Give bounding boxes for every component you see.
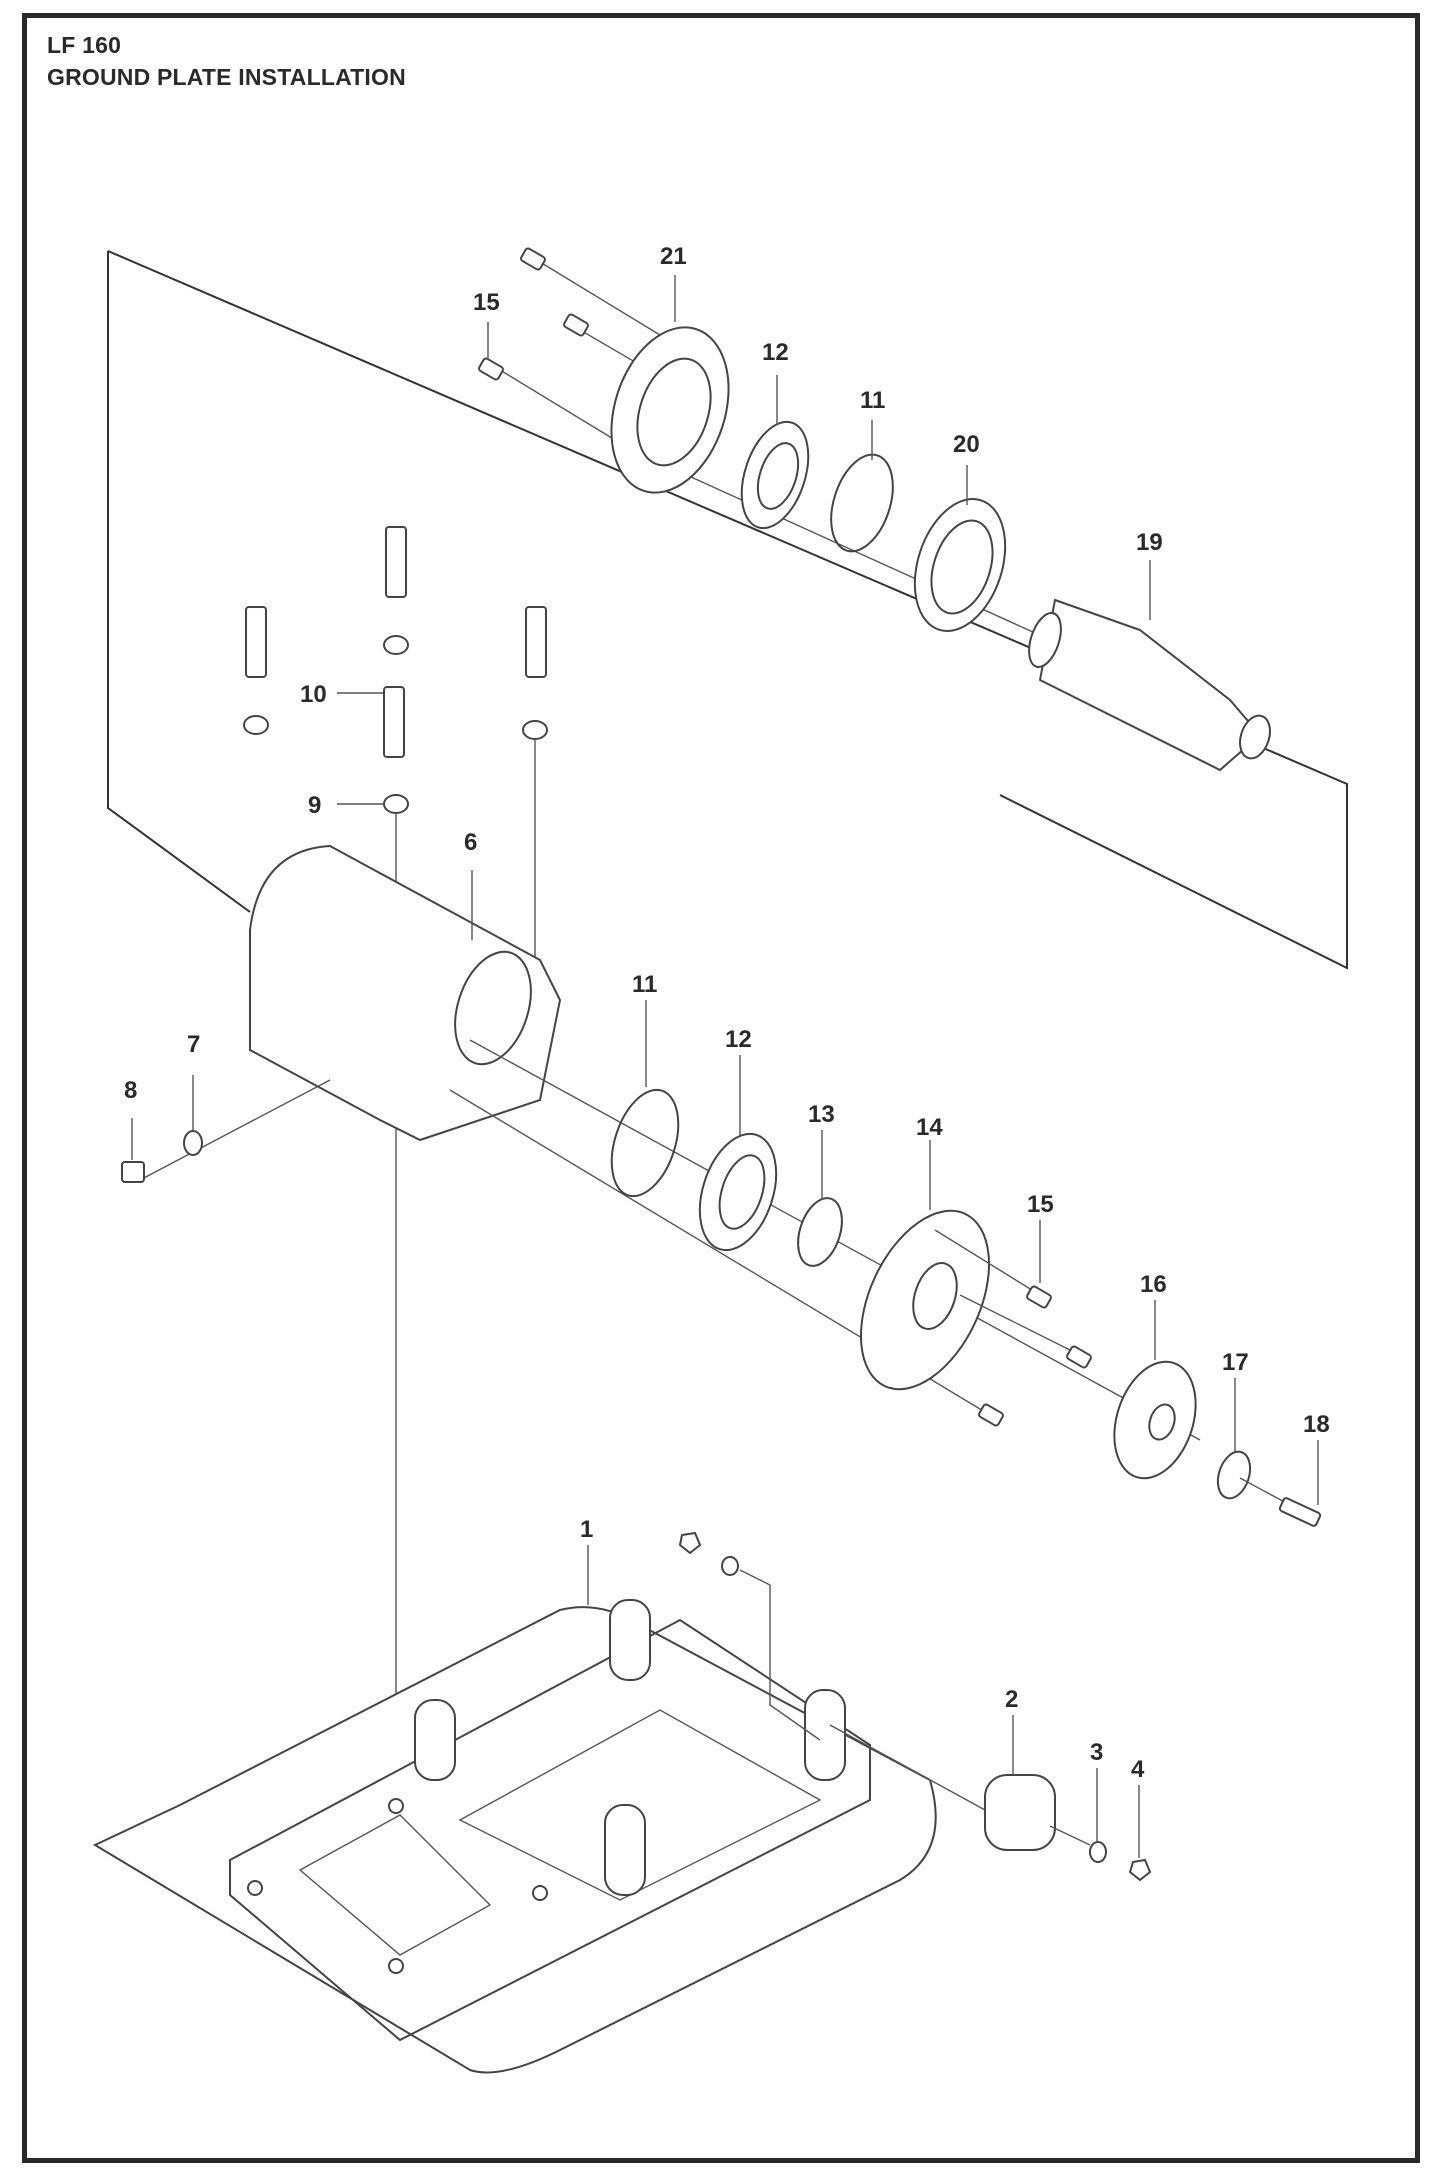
washer-part xyxy=(721,1556,739,1576)
callout-12: 12 xyxy=(725,1026,752,1053)
end-cover-part xyxy=(610,326,730,494)
pulley-part xyxy=(1113,1360,1197,1480)
screw-axis xyxy=(499,369,626,447)
callout-14: 14 xyxy=(916,1114,943,1141)
spacer-ring-part xyxy=(913,498,1007,632)
callout-10: 10 xyxy=(300,681,327,708)
sealing-washer-part xyxy=(183,1130,203,1156)
bolt-part xyxy=(243,526,548,814)
callout-21: 21 xyxy=(660,243,687,270)
callout-15: 15 xyxy=(1027,1191,1054,1218)
o-ring-part xyxy=(610,1088,680,1198)
callout-8: 8 xyxy=(124,1077,137,1104)
callout-1: 1 xyxy=(580,1516,593,1543)
ground-plate-part xyxy=(92,1599,937,2074)
callout-19: 19 xyxy=(1136,529,1163,556)
plug-screw-part xyxy=(121,1161,145,1183)
nut-axis xyxy=(739,1569,821,1741)
assembly-outline xyxy=(107,251,251,913)
screw-part xyxy=(934,1229,1092,1427)
exciter-housing-part xyxy=(249,844,562,1142)
buffer-axis xyxy=(829,1724,986,1811)
model-name: LF 160 xyxy=(47,32,122,58)
callout-6: 6 xyxy=(464,829,477,856)
rubber-buffer-part xyxy=(984,1774,1091,1851)
washer-part xyxy=(1089,1841,1107,1863)
eccentric-shaft-part xyxy=(1028,598,1271,772)
bolt-part xyxy=(1278,1497,1322,1527)
callout-16: 16 xyxy=(1140,1271,1167,1298)
callout-20: 20 xyxy=(953,431,980,458)
callout-15: 15 xyxy=(473,289,500,316)
assembly-outline-top xyxy=(107,250,1348,970)
bearing-part xyxy=(698,1132,778,1252)
screw-axis xyxy=(539,261,661,336)
callout-4: 4 xyxy=(1131,1756,1145,1783)
diagram-frame xyxy=(22,13,1420,2163)
washer-9-part xyxy=(383,794,409,814)
callout-11: 11 xyxy=(860,387,885,414)
seal-ring-part xyxy=(797,1197,843,1267)
bolt-axis xyxy=(1239,1477,1291,1506)
callout-18: 18 xyxy=(1303,1411,1330,1438)
washer-part xyxy=(1216,1450,1252,1500)
bearing-part xyxy=(740,420,810,530)
screw-part xyxy=(478,247,589,381)
leader-lines xyxy=(131,275,1319,1858)
callout-3: 3 xyxy=(1090,1739,1103,1766)
callout-17: 17 xyxy=(1222,1349,1249,1376)
page-title: GROUND PLATE INSTALLATION xyxy=(47,64,406,90)
nut-part xyxy=(1128,1858,1152,1882)
callout-2: 2 xyxy=(1005,1686,1018,1713)
nut-part xyxy=(678,1531,702,1555)
callout-13: 13 xyxy=(808,1101,835,1128)
bearing-cover-part xyxy=(859,1209,991,1391)
callout-9: 9 xyxy=(308,792,321,819)
plug-axis xyxy=(139,1079,331,1181)
callout-12: 12 xyxy=(762,339,789,366)
callout-7: 7 xyxy=(187,1031,200,1058)
o-ring-part xyxy=(830,453,894,553)
callout-11: 11 xyxy=(632,971,657,998)
